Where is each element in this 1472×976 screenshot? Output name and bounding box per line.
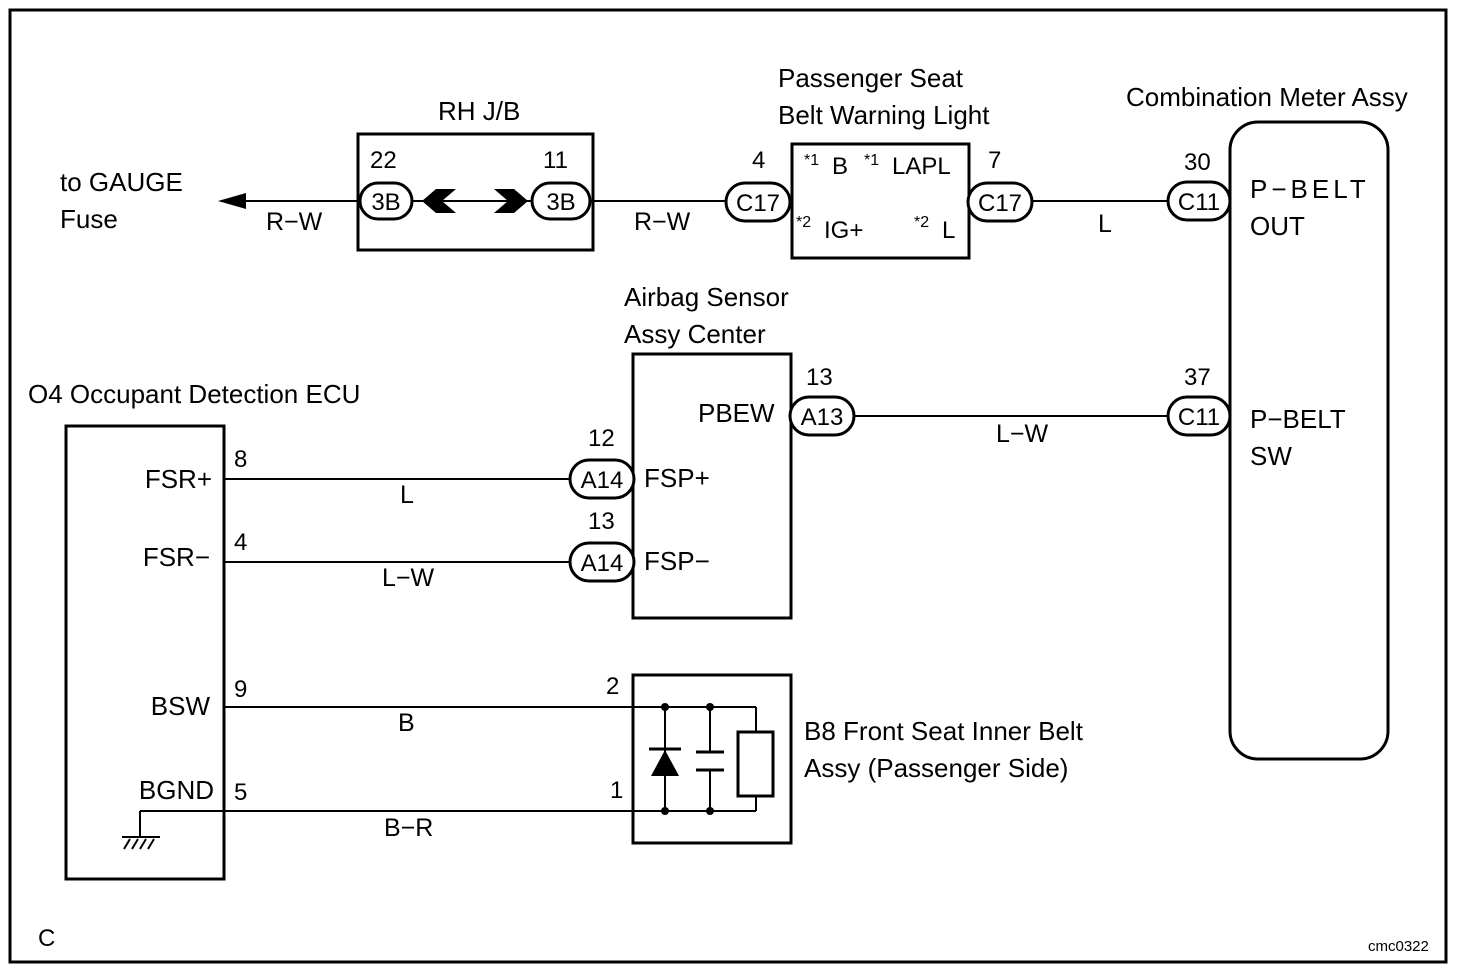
airbag-sensor-pin-fsp-plus: 12 (588, 425, 615, 452)
airbag-sensor-connector-fsp-plus (568, 458, 636, 500)
airbag-sensor-title-1: Airbag Sensor (624, 282, 789, 312)
term-fsp-minus: FSP− (644, 546, 710, 576)
seat-belt-light-pin-left: 4 (752, 147, 765, 174)
belt-assy-box (631, 673, 793, 845)
gauge-fuse-label-2: Fuse (60, 204, 118, 234)
rh-jb-connector-right-label: 3B (546, 189, 575, 216)
diagram-frame (8, 8, 1448, 964)
rh-jb-connector-left-label: 3B (371, 189, 400, 216)
airbag-sensor-connector-fsp-minus (568, 541, 636, 583)
term-lapl: LAPL (892, 153, 951, 180)
ground-icon (122, 811, 160, 850)
airbag-sensor-connector-fsp-plus-label: A14 (581, 467, 624, 494)
term-p-belt-sw-1: P−BELT (1250, 404, 1346, 434)
wire-label-light-to-meter: L (1098, 210, 1112, 238)
term-p-belt-out-1: P−BELT (1250, 174, 1370, 204)
rh-jb-title: RH J/B (438, 96, 520, 126)
note-star-1: *1 (804, 152, 819, 169)
occupant-ecu-title: O4 Occupant Detection ECU (28, 379, 360, 409)
wire-label-fsr-plus: L (400, 481, 414, 509)
seat-belt-light-title-2: Belt Warning Light (778, 100, 990, 130)
belt-switch-circuit-icon (634, 703, 775, 815)
note-star-4: *2 (914, 214, 929, 231)
combination-meter-connector-bottom (1166, 395, 1232, 437)
seat-belt-light-connector-left-label: C17 (736, 190, 780, 217)
term-p-belt-out-2: OUT (1250, 211, 1305, 241)
term-b: B (832, 153, 848, 180)
seat-belt-light-connector-left (724, 181, 792, 223)
jb-connector-chevron-right-icon (494, 189, 528, 213)
occupant-ecu-pin-bsw: 9 (234, 676, 247, 703)
combination-meter-connector-bottom-label: C11 (1178, 404, 1220, 431)
seat-belt-light-connector-right-label: C17 (978, 190, 1022, 217)
wire-label-jb-to-light: R−W (634, 208, 691, 236)
corner-label: C (38, 925, 55, 952)
occupant-ecu-pin-bgnd: 5 (234, 779, 247, 806)
term-pbew: PBEW (698, 398, 775, 428)
note-star-3: *2 (796, 214, 811, 231)
belt-assy-pin-bottom: 1 (610, 777, 623, 804)
occupant-ecu-pin-fsr-minus: 4 (234, 529, 247, 556)
occupant-ecu-box (64, 424, 226, 881)
airbag-sensor-connector-pbew-label: A13 (801, 404, 844, 431)
airbag-sensor-pin-pbew: 13 (806, 364, 833, 391)
seat-belt-light-pin-right: 7 (988, 147, 1001, 174)
term-bsw: BSW (151, 691, 211, 721)
term-ig: IG+ (824, 217, 863, 244)
term-l: L (942, 217, 955, 244)
diagram-code: cmc0322 (1368, 938, 1429, 955)
jb-connector-chevron-left-icon (422, 189, 456, 213)
airbag-sensor-title-2: Assy Center (624, 319, 766, 349)
combination-meter-title: Combination Meter Assy (1126, 82, 1408, 112)
rh-jb-box (356, 132, 595, 252)
wire-label-gauge-to-jb: R−W (266, 208, 323, 236)
wire-label-bgnd: B−R (384, 814, 433, 842)
term-p-belt-sw-2: SW (1250, 441, 1292, 471)
combination-meter-connector-top-label: C11 (1178, 189, 1220, 216)
airbag-sensor-connector-fsp-minus-label: A14 (581, 550, 624, 577)
combination-meter-box (1228, 120, 1390, 761)
seat-belt-light-title-1: Passenger Seat (778, 63, 964, 93)
term-fsp-plus: FSP+ (644, 463, 710, 493)
occupant-ecu-pin-fsr-plus: 8 (234, 446, 247, 473)
gauge-fuse-label-1: to GAUGE (60, 167, 183, 197)
belt-assy-title-1: B8 Front Seat Inner Belt (804, 716, 1084, 746)
note-star-2: *1 (864, 152, 879, 169)
combination-meter-connector-top (1166, 180, 1232, 222)
term-fsr-plus: FSR+ (145, 464, 212, 494)
belt-assy-pin-top: 2 (606, 673, 619, 700)
wire-label-bsw: B (398, 709, 415, 737)
combination-meter-pin-top: 30 (1184, 149, 1211, 176)
rh-jb-pin-right: 11 (543, 147, 568, 174)
wire-label-fsr-minus: L−W (382, 564, 435, 592)
airbag-sensor-pin-fsp-minus: 13 (588, 508, 615, 535)
seat-belt-light-connector-right (966, 181, 1034, 223)
term-bgnd: BGND (139, 775, 214, 805)
combination-meter-pin-bottom: 37 (1184, 364, 1211, 391)
term-fsr-minus: FSR− (143, 542, 210, 572)
belt-assy-title-2: Assy (Passenger Side) (804, 753, 1068, 783)
airbag-sensor-connector-pbew (788, 395, 856, 437)
wire-label-pbew-to-meter: L−W (996, 420, 1049, 448)
arrow-to-gauge-icon (218, 193, 246, 209)
rh-jb-pin-left: 22 (370, 147, 397, 174)
